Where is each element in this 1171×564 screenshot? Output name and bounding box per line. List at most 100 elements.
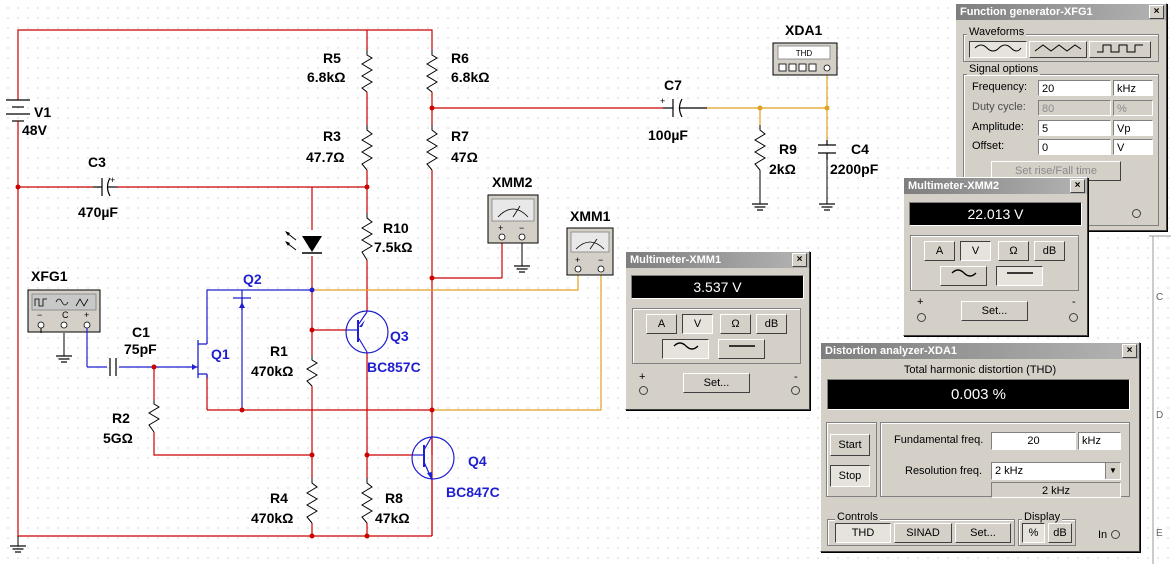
capacitor-c7[interactable] (663, 98, 707, 118)
xmm1-mode-ohmmeter-button[interactable]: Ω (720, 314, 751, 334)
duty-cycle-unit[interactable]: % (1113, 100, 1153, 116)
sinad-button[interactable]: SINAD (894, 523, 952, 543)
thd-button[interactable]: THD (835, 523, 891, 543)
xmm1-mode-voltmeter-button[interactable]: V (682, 314, 713, 334)
junction-dots (15, 105, 435, 539)
xmm1-mode-ammeter-button[interactable]: A (646, 314, 677, 334)
set-rise-fall-button[interactable]: Set rise/Fall time (991, 161, 1121, 181)
xmm1-mode-db-button[interactable]: dB (756, 314, 787, 334)
resistor-r6[interactable] (426, 50, 438, 93)
multimeter-xmm2-titlebar[interactable]: Multimeter-XMM2 × (904, 178, 1087, 194)
function-generator-titlebar[interactable]: Function generator-XFG1 × (956, 4, 1166, 20)
xmm1-plus-terminal[interactable] (639, 386, 648, 395)
duty-cycle-input[interactable]: 80 (1038, 100, 1111, 116)
resistor-r3[interactable] (361, 125, 373, 171)
resistor-r4[interactable] (306, 478, 318, 524)
xmm2-ac-button[interactable] (940, 266, 987, 286)
fundamental-freq-input[interactable]: 20 (991, 432, 1076, 450)
distortion-analyzer-titlebar[interactable]: Distortion analyzer-XDA1 × (821, 343, 1139, 359)
resistor-r7[interactable] (426, 125, 438, 171)
xmm1-mode-group (632, 308, 801, 364)
db-display-button[interactable]: dB (1048, 523, 1072, 543)
waveforms-label: Waveforms (967, 26, 1027, 38)
xmm1-set-button[interactable]: Set... (683, 373, 750, 393)
fundamental-freq-unit[interactable]: kHz (1078, 432, 1121, 450)
svg-text:+: + (84, 310, 89, 320)
distortion-analyzer-window[interactable]: Distortion analyzer-XDA1 × Total harmoni… (820, 342, 1140, 552)
transistor-q3[interactable] (345, 310, 389, 354)
led[interactable] (285, 231, 322, 254)
c1-value: 75pF (124, 341, 157, 357)
square-wave-button[interactable] (1089, 41, 1151, 58)
multimeter-xmm2-window[interactable]: Multimeter-XMM2 × 22.013 V A V Ω dB + - … (903, 177, 1088, 336)
blue-wires (86, 289, 312, 410)
xmm1-minus-terminal[interactable] (791, 386, 800, 395)
resistor-r9[interactable] (754, 125, 766, 171)
input-terminal[interactable] (1111, 530, 1120, 539)
q4-model: BC847C (446, 484, 500, 500)
r7-name: R7 (451, 128, 469, 144)
fundamental-freq-label: Fundamental freq. (894, 434, 984, 446)
chevron-down-icon[interactable]: ▼ (1105, 463, 1120, 479)
xmm2-dc-button[interactable] (996, 266, 1043, 286)
q4-name: Q4 (468, 453, 487, 469)
offset-input[interactable]: 0 (1038, 139, 1111, 155)
resistor-r10[interactable] (361, 213, 373, 261)
capacitor-c3[interactable] (93, 177, 117, 197)
start-button[interactable]: Start (830, 434, 870, 456)
triangle-wave-button[interactable] (1029, 41, 1087, 58)
xmm2-mode-voltmeter-button[interactable]: V (960, 241, 991, 261)
frequency-unit[interactable]: kHz (1113, 80, 1153, 96)
resolution-freq-select[interactable]: 2 kHz ▼ (991, 462, 1121, 480)
xmm1-minus-label: - (794, 371, 798, 383)
xmm2-mode-ohmmeter-button[interactable]: Ω (998, 241, 1029, 261)
close-button[interactable]: × (1122, 344, 1137, 358)
amplitude-unit[interactable]: Vp (1113, 120, 1153, 136)
transistor-q1[interactable] (190, 340, 208, 378)
percent-display-button[interactable]: % (1022, 523, 1045, 543)
resistor-r5[interactable] (361, 50, 373, 93)
xmm2-set-button[interactable]: Set... (961, 301, 1028, 321)
xfg1-instrument-icon[interactable]: − C + (27, 289, 101, 333)
xmm2-instrument-icon[interactable]: + − (487, 194, 539, 244)
resistor-r1[interactable] (306, 355, 318, 387)
offset-unit[interactable]: V (1113, 139, 1153, 155)
q2-name: Q2 (243, 271, 262, 287)
close-button[interactable]: × (1070, 179, 1085, 193)
multimeter-xmm1-titlebar[interactable]: Multimeter-XMM1 × (626, 252, 809, 268)
ac-wave-icon (951, 269, 976, 277)
multimeter-xmm2-display: 22.013 V (909, 202, 1082, 226)
transistor-q4[interactable] (411, 435, 455, 481)
xda1-instrument-icon[interactable]: THD (772, 42, 838, 76)
square-wave-icon (1097, 44, 1143, 53)
multimeter-xmm1-window[interactable]: Multimeter-XMM1 × 3.537 V A V Ω dB + - S… (625, 251, 810, 410)
close-button[interactable]: × (792, 253, 807, 267)
close-button[interactable]: × (1149, 5, 1164, 19)
r10-value: 7.5kΩ (374, 239, 412, 255)
xmm1-dc-button[interactable] (718, 339, 765, 359)
xmm2-minus-terminal[interactable] (1069, 313, 1078, 322)
battery-v1[interactable] (6, 90, 30, 125)
r5-value: 6.8kΩ (307, 69, 345, 85)
c3-value: 470µF (78, 204, 118, 220)
xmm2-mode-ammeter-button[interactable]: A (924, 241, 955, 261)
xmm1-ac-button[interactable] (662, 339, 709, 359)
amplitude-input[interactable]: 5 (1038, 120, 1111, 136)
xmm2-mode-db-button[interactable]: dB (1034, 241, 1065, 261)
resistor-r8[interactable] (361, 478, 373, 524)
xmm1-instrument-icon[interactable]: + − (566, 227, 614, 276)
frequency-input[interactable]: 20 (1038, 80, 1111, 96)
sine-wave-button[interactable] (969, 41, 1027, 58)
common-terminal-icon (1132, 209, 1141, 218)
resistor-r2[interactable] (148, 400, 160, 433)
xmm2-plus-terminal[interactable] (917, 313, 926, 322)
capacitor-c1[interactable] (109, 358, 117, 376)
r10-name: R10 (383, 220, 409, 236)
capacitor-c4[interactable] (818, 140, 836, 160)
c3-name: C3 (88, 154, 106, 170)
r4-name: R4 (270, 490, 288, 506)
xda-set-button[interactable]: Set... (955, 523, 1011, 543)
c1-name: C1 (132, 324, 150, 340)
stop-button[interactable]: Stop (830, 465, 870, 487)
